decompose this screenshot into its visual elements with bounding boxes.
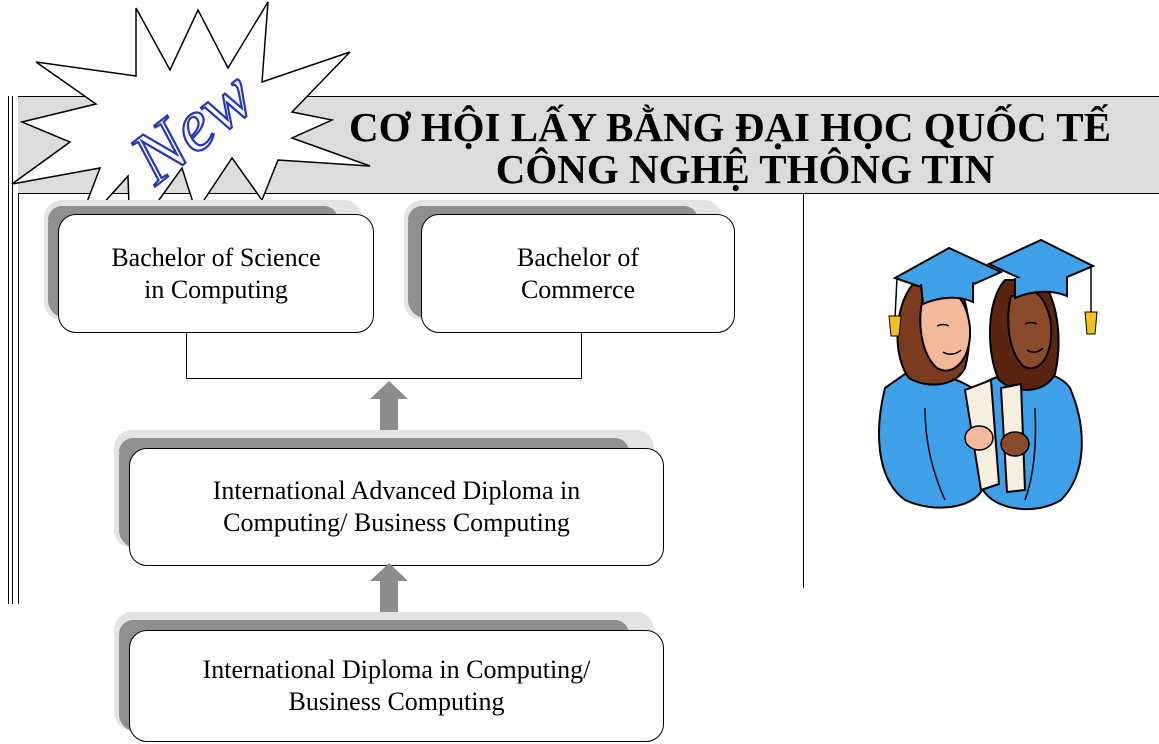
bsc-box: Bachelor of Science in Computing: [58, 214, 374, 333]
title-line-1: CƠ HỘI LẤY BẰNG ĐẠI HỌC QUỐC TẾ: [348, 104, 1111, 150]
diploma-box: International Diploma in Computing/ Busi…: [129, 630, 664, 742]
bcom-line-1: Bachelor of: [516, 242, 639, 272]
adv-line-2: Computing/ Business Computing: [223, 508, 570, 537]
dip-line-1: International Diploma in Computing/: [202, 655, 591, 684]
connector-right: [581, 333, 582, 379]
title-line-2: CÔNG NGHỆ THÔNG TIN: [495, 146, 995, 192]
connector-left: [186, 333, 187, 379]
up-arrow-icon-2: [370, 563, 408, 615]
up-arrow-icon: [370, 381, 408, 431]
frame-left-inner2: [18, 96, 19, 604]
bsc-line-2: in Computing: [144, 274, 288, 304]
frame-left-outer: [8, 96, 9, 604]
connector-bottom: [186, 378, 582, 379]
advanced-diploma-box: International Advanced Diploma in Comput…: [129, 448, 664, 566]
new-badge: New: [11, 1, 371, 243]
graduates-icon: [878, 238, 1098, 511]
frame-left-inner: [12, 96, 13, 604]
bcom-line-2: Commerce: [520, 274, 636, 304]
frame-divider: [803, 192, 804, 588]
page-title: CƠ HỘI LẤY BẰNG ĐẠI HỌC QUỐC TẾ CÔNG NGH…: [330, 106, 1130, 190]
bcom-box: Bachelor of Commerce: [421, 214, 735, 333]
dip-line-2: Business Computing: [288, 687, 505, 716]
adv-line-1: International Advanced Diploma in: [212, 476, 581, 505]
bsc-line-1: Bachelor of Science: [111, 242, 321, 272]
